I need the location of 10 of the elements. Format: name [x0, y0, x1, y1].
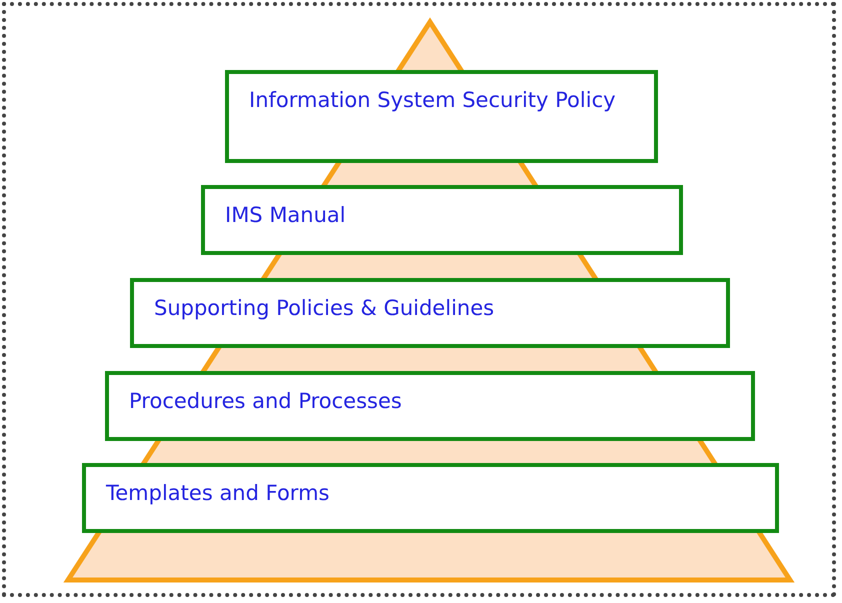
tier-box — [105, 371, 755, 441]
tier-box — [201, 185, 683, 255]
tier-label: Information System Security Policy — [249, 88, 616, 112]
tier-box — [130, 278, 730, 348]
tier-box — [225, 70, 658, 163]
tier-label: Templates and Forms — [106, 481, 330, 505]
tier-box — [82, 463, 779, 533]
tier-label: Supporting Policies & Guidelines — [154, 296, 494, 320]
tier-label: Procedures and Processes — [129, 389, 402, 413]
tier-label: IMS Manual — [225, 203, 346, 227]
